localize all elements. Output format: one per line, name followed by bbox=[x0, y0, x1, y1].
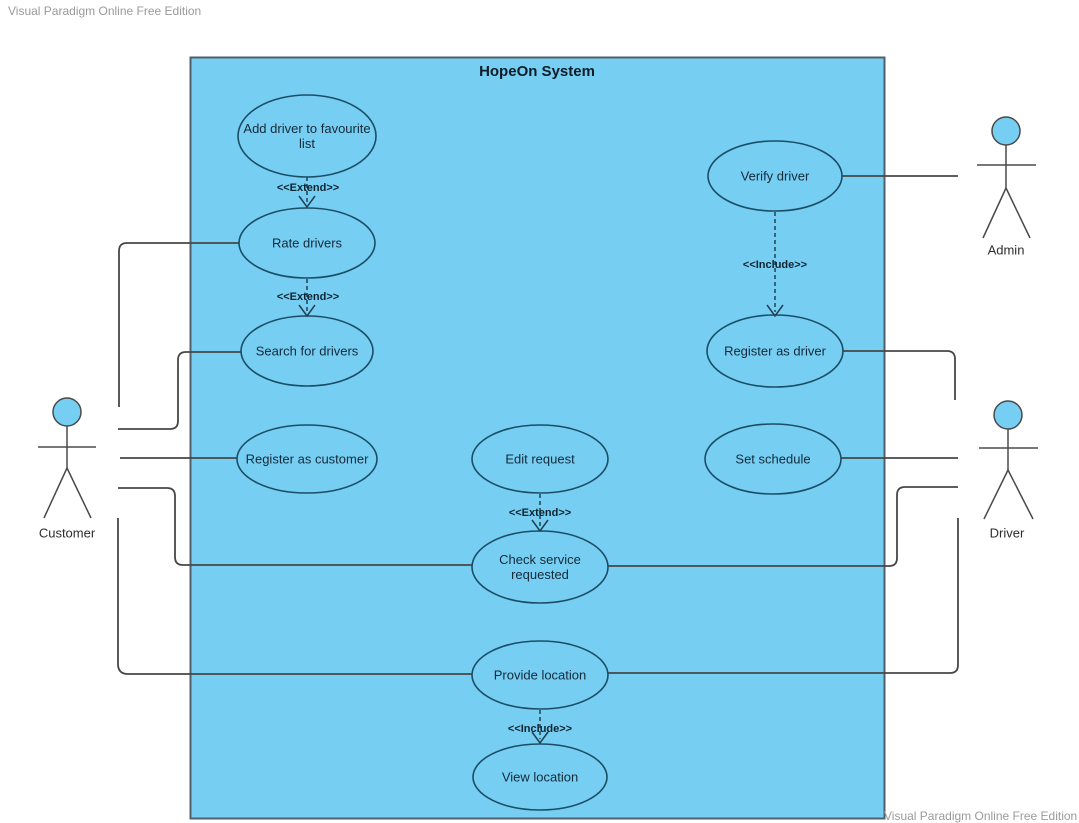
actor-right-leg bbox=[66, 467, 92, 519]
association-driver-provide-location[interactable] bbox=[608, 518, 959, 674]
usecase-set-schedule[interactable] bbox=[704, 423, 842, 495]
usecase-label-search-for-drivers: Search for drivers bbox=[255, 343, 359, 359]
actor-label-customer: Customer bbox=[38, 525, 96, 541]
usecase-verify-driver[interactable] bbox=[707, 140, 843, 212]
usecase-label-add-driver-to-favourite-list: Add driver to favourite list bbox=[243, 121, 371, 151]
actor-label-admin: Admin bbox=[987, 242, 1025, 258]
usecase-label-provide-location: Provide location bbox=[493, 667, 587, 683]
usecase-edit-request[interactable] bbox=[471, 424, 609, 494]
open-arrowhead-icon bbox=[766, 304, 784, 318]
usecase-label-set-schedule: Set schedule bbox=[735, 451, 811, 467]
association-driver-check-service-requested[interactable] bbox=[608, 486, 958, 567]
usecase-provide-location[interactable] bbox=[471, 640, 609, 710]
actor-head bbox=[52, 397, 82, 427]
open-arrowhead-icon bbox=[531, 731, 549, 745]
system-boundary-title: HopeOn System bbox=[479, 63, 595, 80]
open-arrowhead-icon bbox=[531, 519, 549, 533]
usecase-label-view-location: View location bbox=[501, 769, 579, 785]
usecase-label-register-as-driver: Register as driver bbox=[724, 343, 826, 359]
dependency-label-include-1: <<Include>> bbox=[507, 723, 573, 735]
actor-customer[interactable] bbox=[38, 397, 96, 519]
actor-driver[interactable] bbox=[979, 400, 1038, 520]
actor-head bbox=[993, 400, 1023, 430]
actor-right-leg bbox=[1007, 469, 1034, 520]
association-customer-check-service-requested[interactable] bbox=[118, 487, 472, 566]
actor-admin[interactable] bbox=[977, 116, 1036, 239]
usecase-label-edit-request: Edit request bbox=[505, 451, 575, 467]
actor-right-leg bbox=[1005, 187, 1031, 239]
usecase-label-register-as-customer: Register as customer bbox=[245, 451, 369, 467]
dependency-label-extend-1: <<Extend>> bbox=[276, 182, 340, 194]
dependency-label-include-2: <<Include>> bbox=[742, 259, 808, 271]
dependency-extend-edit-to-check[interactable] bbox=[531, 494, 549, 533]
actor-label-driver: Driver bbox=[989, 525, 1025, 541]
dependency-label-extend-2: <<Extend>> bbox=[276, 291, 340, 303]
actor-head bbox=[991, 116, 1021, 146]
dependency-extend-rate-to-search[interactable] bbox=[298, 279, 316, 318]
association-customer-rate-drivers[interactable] bbox=[118, 242, 239, 407]
usecase-label-rate-drivers: Rate drivers bbox=[271, 235, 343, 251]
usecase-register-as-customer[interactable] bbox=[236, 424, 378, 494]
dependency-include-provide-to-view[interactable] bbox=[531, 710, 549, 745]
open-arrowhead-icon bbox=[298, 195, 316, 209]
dependency-label-extend-3: <<Extend>> bbox=[508, 507, 572, 519]
association-customer-search-for-drivers[interactable] bbox=[118, 351, 241, 430]
association-customer-provide-location[interactable] bbox=[117, 518, 472, 675]
watermark-bottom-right: Visual Paradigm Online Free Edition bbox=[884, 809, 1078, 823]
dependency-extend-addfav-to-rate[interactable] bbox=[298, 177, 316, 209]
actor-left-leg bbox=[43, 467, 68, 519]
association-driver-register-as-driver[interactable] bbox=[843, 350, 956, 400]
watermark-top-left: Visual Paradigm Online Free Edition bbox=[8, 4, 202, 18]
open-arrowhead-icon bbox=[298, 304, 316, 318]
actor-left-leg bbox=[982, 187, 1007, 239]
actor-left-leg bbox=[983, 469, 1009, 520]
dependency-include-verify-to-register[interactable] bbox=[766, 212, 784, 318]
usecase-label-check-service-requested: Check service requested bbox=[499, 552, 581, 582]
usecase-label-verify-driver: Verify driver bbox=[740, 168, 810, 184]
